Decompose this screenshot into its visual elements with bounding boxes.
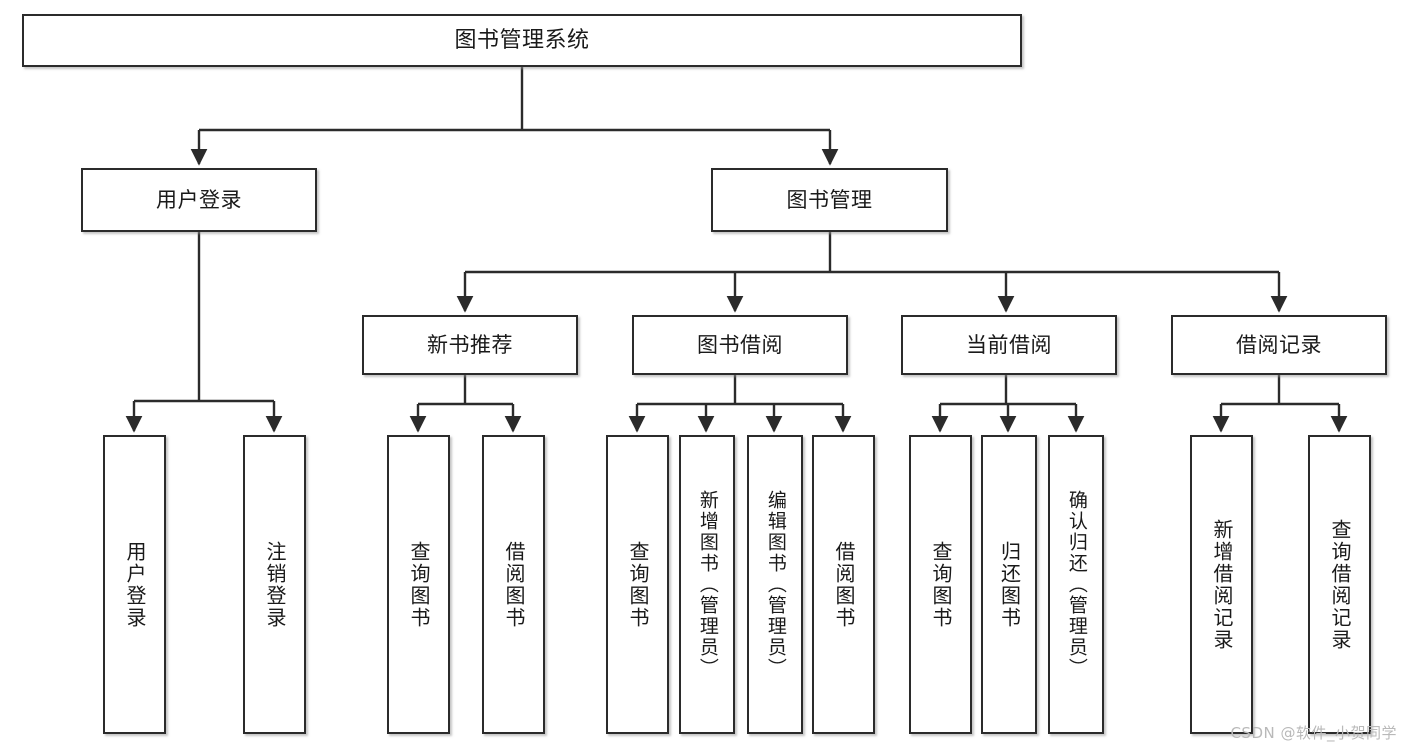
node-leaf-borrow-books[interactable]: 借阅图书 [812, 435, 875, 734]
node-leaf-add-book-admin[interactable]: 新增图书（管理员） [679, 435, 735, 734]
node-leaf-return-books[interactable]: 归还图书 [981, 435, 1037, 734]
node-book-borrow[interactable]: 图书借阅 [632, 315, 848, 375]
node-label: 借阅图书 [502, 540, 526, 629]
csdn-watermark: CSDN @软件_小贺同学 [1230, 724, 1397, 742]
node-label: 借阅图书 [832, 540, 856, 629]
node-book-management[interactable]: 图书管理 [711, 168, 948, 232]
node-label: 用户登录 [156, 187, 242, 212]
node-new-book-recommend[interactable]: 新书推荐 [362, 315, 578, 375]
node-borrow-record[interactable]: 借阅记录 [1171, 315, 1387, 375]
node-user-login[interactable]: 用户登录 [81, 168, 317, 232]
node-label: 新增图书（管理员） [696, 490, 719, 679]
node-leaf-add-borrow-record[interactable]: 新增借阅记录 [1190, 435, 1253, 734]
node-label: 编辑图书（管理员） [764, 490, 787, 679]
node-leaf-user-login[interactable]: 用户登录 [103, 435, 166, 734]
node-label: 用户登录 [123, 540, 147, 629]
node-current-borrow[interactable]: 当前借阅 [901, 315, 1117, 375]
node-label: 新书推荐 [427, 332, 513, 357]
node-leaf-query-borrow-record[interactable]: 查询借阅记录 [1308, 435, 1371, 734]
node-leaf-confirm-return-admin[interactable]: 确认归还（管理员） [1048, 435, 1104, 734]
node-label: 归还图书 [997, 540, 1022, 629]
node-leaf-edit-book-admin[interactable]: 编辑图书（管理员） [747, 435, 803, 734]
node-book-management-system[interactable]: 图书管理系统 [22, 14, 1022, 67]
node-label: 新增借阅记录 [1210, 518, 1234, 651]
node-label: 图书借阅 [697, 332, 783, 357]
node-label: 注销登录 [263, 540, 287, 629]
node-leaf-query-books-recommend[interactable]: 查询图书 [387, 435, 450, 734]
node-leaf-query-books-borrow[interactable]: 查询图书 [606, 435, 669, 734]
node-leaf-logout[interactable]: 注销登录 [243, 435, 306, 734]
node-label: 当前借阅 [966, 332, 1052, 357]
node-leaf-borrow-books-recommend[interactable]: 借阅图书 [482, 435, 545, 734]
node-label: 图书管理系统 [454, 27, 590, 53]
node-label: 确认归还（管理员） [1065, 490, 1088, 679]
node-leaf-query-books-current[interactable]: 查询图书 [909, 435, 972, 734]
node-label: 图书管理 [786, 187, 873, 212]
node-label: 查询图书 [929, 540, 953, 629]
node-label: 借阅记录 [1236, 332, 1322, 357]
node-label: 查询图书 [407, 540, 431, 629]
node-label: 查询借阅记录 [1328, 518, 1352, 651]
node-label: 查询图书 [626, 540, 650, 629]
